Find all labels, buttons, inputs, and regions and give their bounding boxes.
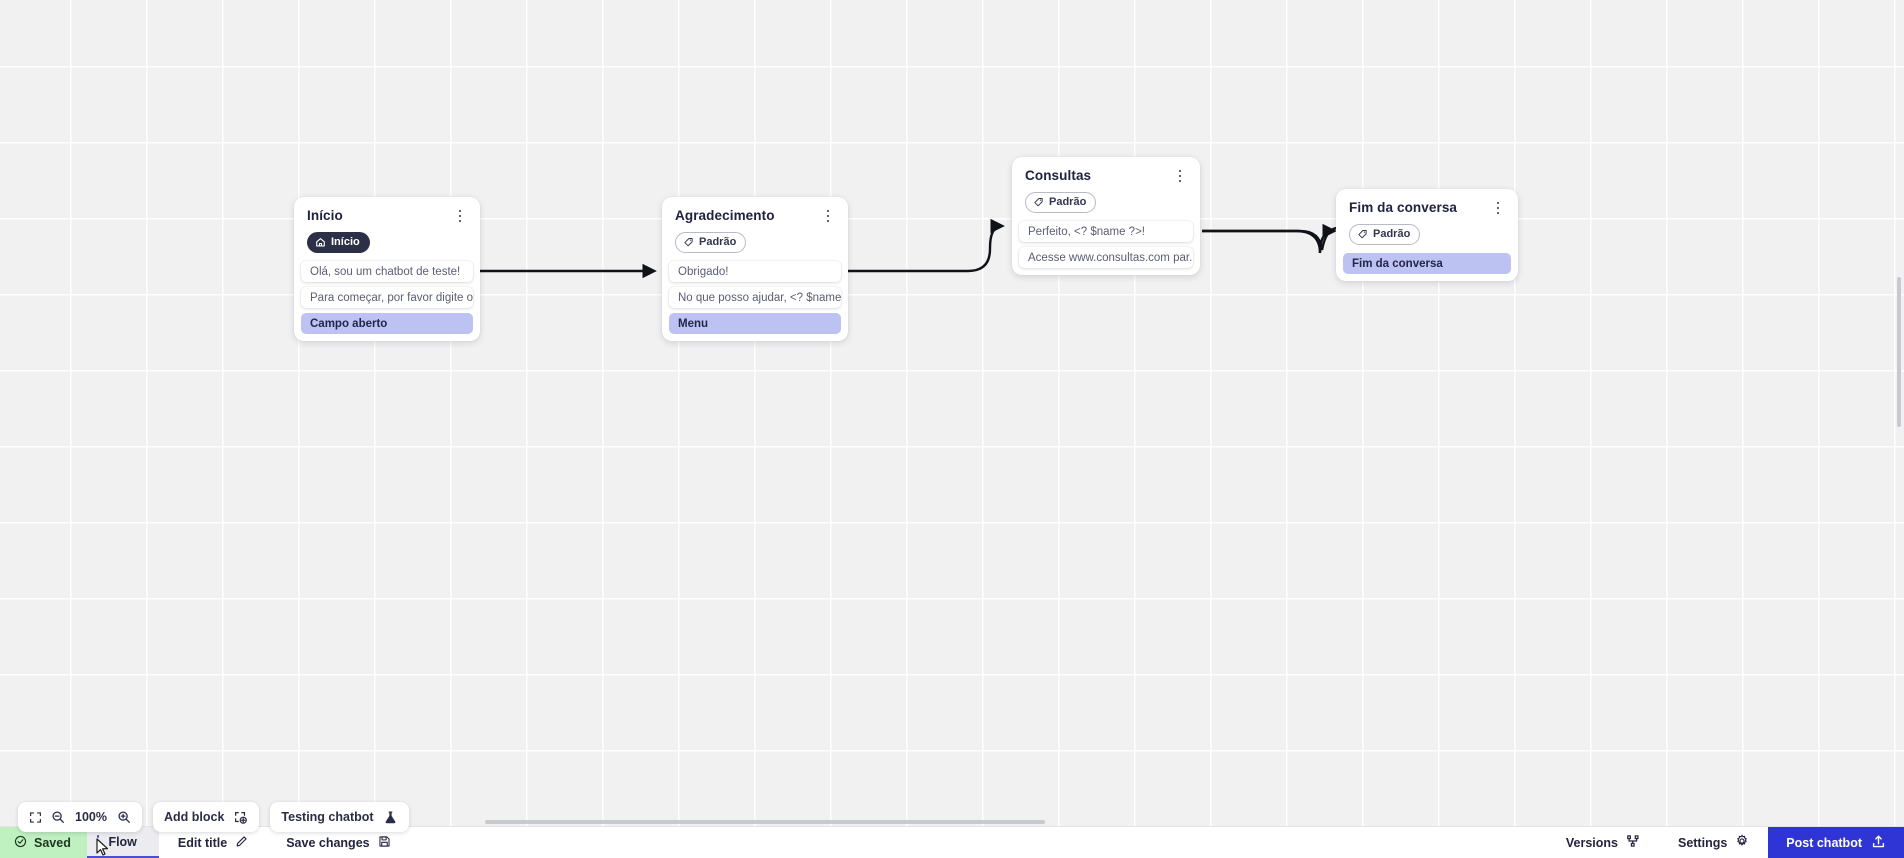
saved-label: Saved (34, 835, 71, 850)
node-title: Início (307, 208, 343, 223)
node-title: Agradecimento (675, 208, 775, 223)
zoom-level-value: 100% (75, 810, 107, 824)
testing-chatbot-button[interactable]: Testing chatbot (270, 802, 409, 832)
node-row-message[interactable]: Obrigado! (669, 261, 841, 282)
node-menu-button[interactable] (1490, 199, 1506, 217)
node-badge-label: Padrão (1049, 196, 1087, 208)
node-row-action[interactable]: Campo aberto (301, 313, 473, 334)
edit-title-label: Edit title (177, 835, 228, 850)
flask-icon (383, 810, 398, 825)
node-row-message[interactable]: No que posso ajudar, <? $name ... (669, 287, 841, 308)
node-badge-inicio[interactable]: Início (307, 232, 370, 253)
versions-label: Versions (1565, 835, 1618, 850)
home-icon (315, 237, 326, 248)
node-badge-padrao[interactable]: Padrão (1025, 192, 1097, 213)
flow-node-inicio[interactable]: Início Início Olá, sou um chatbot de tes… (294, 197, 480, 341)
flow-node-consultas[interactable]: Consultas Padrão Perfeito, <? $name ?>! … (1012, 157, 1200, 275)
node-title: Fim da conversa (1349, 200, 1458, 215)
node-rows: Perfeito, <? $name ?>! Acesse www.consul… (1012, 221, 1200, 268)
canvas-toolbar: 100% Add block Testing chatbot (18, 802, 409, 832)
node-row-message[interactable]: Acesse www.consultas.com par... (1019, 247, 1193, 268)
node-badge-label: Início (331, 236, 360, 248)
pencil-icon (235, 835, 248, 851)
node-menu-button[interactable] (820, 207, 836, 225)
node-header: Consultas (1012, 157, 1200, 185)
tag-icon (1033, 197, 1044, 208)
node-badge-row: Padrão (1012, 185, 1200, 221)
node-menu-button[interactable] (1172, 167, 1188, 185)
vertical-scrollbar[interactable] (1897, 277, 1901, 427)
floppy-icon (378, 835, 391, 851)
status-bar-spacer (410, 827, 1547, 858)
zoom-controls[interactable]: 100% (18, 802, 142, 832)
add-block-button[interactable]: Add block (153, 802, 260, 832)
tag-icon (1357, 229, 1368, 240)
check-circle-icon (14, 835, 27, 851)
saved-status-badge: Saved (0, 827, 87, 858)
zoom-out-icon[interactable] (51, 810, 65, 824)
node-title: Consultas (1025, 168, 1092, 183)
node-rows: Obrigado! No que posso ajudar, <? $name … (662, 261, 848, 334)
post-chatbot-label: Post chatbot (1786, 835, 1862, 850)
flow-node-fim-da-conversa[interactable]: Fim da conversa Padrão Fim da conversa (1336, 189, 1518, 281)
fit-screen-icon[interactable] (29, 811, 42, 824)
node-menu-button[interactable] (452, 207, 468, 225)
node-row-action[interactable]: Fim da conversa (1343, 253, 1511, 274)
zoom-in-icon[interactable] (117, 810, 131, 824)
edit-title-button[interactable]: Edit title (159, 827, 267, 858)
node-row-message[interactable]: Para começar, por favor digite o ... (301, 287, 473, 308)
branch-icon (1626, 834, 1640, 851)
node-row-message[interactable]: Perfeito, <? $name ?>! (1019, 221, 1193, 242)
node-badge-label: Padrão (699, 236, 737, 248)
save-changes-label: Save changes (286, 835, 370, 850)
tag-icon (683, 237, 694, 248)
node-badge-row: Padrão (662, 225, 848, 261)
settings-label: Settings (1677, 835, 1728, 850)
node-row-action[interactable]: Menu (669, 313, 841, 334)
add-block-label: Add block (164, 810, 225, 824)
testing-chatbot-label: Testing chatbot (281, 810, 374, 824)
node-badge-padrao[interactable]: Padrão (675, 232, 747, 253)
flow-canvas[interactable]: Início Início Olá, sou um chatbot de tes… (0, 0, 1904, 826)
flow-node-agradecimento[interactable]: Agradecimento Padrão Obrigado! No que po… (662, 197, 848, 341)
node-row-message[interactable]: Olá, sou um chatbot de teste! (301, 261, 473, 282)
node-header: Início (294, 197, 480, 225)
save-changes-button[interactable]: Save changes (267, 827, 409, 858)
edge-connectors (478, 218, 1339, 279)
node-rows: Fim da conversa (1336, 253, 1518, 274)
horizontal-scrollbar[interactable] (485, 820, 1045, 824)
upload-icon (1871, 834, 1886, 852)
node-header: Agradecimento (662, 197, 848, 225)
versions-button[interactable]: Versions (1547, 827, 1659, 858)
post-chatbot-button[interactable]: Post chatbot (1768, 827, 1904, 858)
node-badge-row: Padrão (1336, 217, 1518, 253)
gear-icon (1735, 834, 1749, 851)
settings-button[interactable]: Settings (1659, 827, 1768, 858)
node-badge-row: Início (294, 225, 480, 261)
tab-flow-label: Flow (108, 834, 137, 849)
node-badge-label: Padrão (1373, 228, 1411, 240)
flow-menu-icon[interactable] (96, 835, 100, 848)
node-rows: Olá, sou um chatbot de teste! Para começ… (294, 261, 480, 334)
add-block-icon (233, 810, 248, 825)
node-badge-padrao[interactable]: Padrão (1349, 224, 1421, 245)
node-header: Fim da conversa (1336, 189, 1518, 217)
